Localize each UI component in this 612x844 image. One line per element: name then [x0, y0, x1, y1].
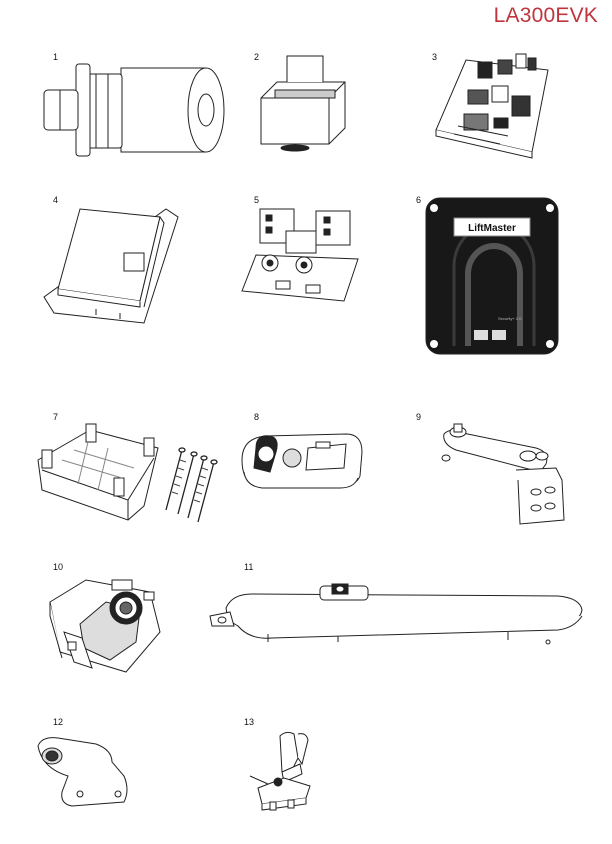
mounting-base-screws-illustration [32, 420, 232, 530]
front-bracket-illustration [32, 732, 137, 812]
part-number: 2 [254, 52, 260, 62]
cover-brand-logo: LiftMaster [468, 223, 516, 234]
motor-illustration [36, 60, 226, 160]
part-number: 10 [53, 562, 64, 572]
part-number: 8 [254, 412, 260, 422]
battery-illustration [40, 205, 180, 325]
rear-bracket-illustration [436, 420, 576, 530]
part-number: 5 [254, 195, 260, 205]
limit-switch-illustration [236, 428, 366, 493]
model-number: LA300EVK [493, 4, 598, 27]
control-board-illustration [428, 40, 558, 158]
part-number: 13 [244, 717, 255, 727]
terminal-block-illustration [240, 205, 365, 305]
part-number: 12 [53, 717, 64, 727]
part-number: 4 [53, 195, 59, 205]
transformer-illustration [255, 48, 355, 153]
part-number: 1 [53, 52, 59, 62]
part-number: 3 [432, 52, 438, 62]
part-number: 11 [244, 562, 254, 572]
clevis-bracket-illustration [240, 728, 330, 818]
cover-illustration: LiftMaster Security+ 2.0 [424, 196, 560, 356]
part-number: 9 [416, 412, 422, 422]
part-number: 6 [416, 195, 422, 205]
actuator-arm-illustration [208, 580, 588, 655]
cable-gland-housing-illustration [40, 572, 170, 682]
cover-security-label: Security+ 2.0 [498, 316, 522, 321]
part-number: 7 [53, 412, 59, 422]
